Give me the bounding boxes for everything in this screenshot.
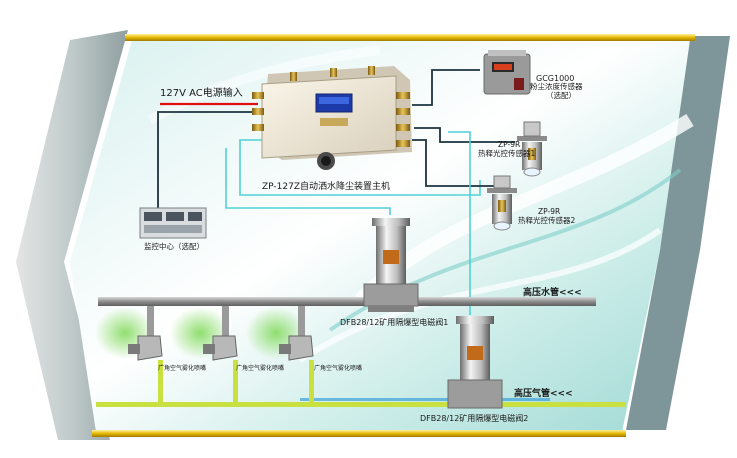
signal-line-valve2 xyxy=(448,131,471,315)
gold-bar-bottom xyxy=(92,430,626,437)
control-line-ir1 xyxy=(414,127,515,143)
ir-sensor-2-device xyxy=(487,175,517,231)
air-pipe-blue xyxy=(300,398,550,401)
decor-swoosh-3 xyxy=(298,227,662,363)
ir-sensor-2-model-label: ZP-9R xyxy=(538,207,561,216)
ir-sensor-1-model-label: ZP-9R xyxy=(498,140,521,149)
gold-bar-top xyxy=(125,34,695,41)
main-unit-device xyxy=(252,66,412,170)
signal-line-left xyxy=(239,139,481,196)
signal-line-valve1 xyxy=(225,148,391,215)
ir-sensor-2-name-label: 热释光控传感器2 xyxy=(518,216,576,225)
valve-1-label: DFB28/12矿用隔爆型电磁阀1 xyxy=(340,318,449,327)
nozzle-group-1 xyxy=(95,306,163,402)
nozzle-2-label: 广角空气雾化喷嘴 xyxy=(236,365,285,372)
nozzle-group-3 xyxy=(246,306,314,402)
air-pipe xyxy=(96,402,626,407)
ir-sensor-1-name-label: 热释光控传感器1 xyxy=(478,149,536,158)
solenoid-valve-1-device xyxy=(363,218,419,312)
nozzle-group-2 xyxy=(170,306,238,402)
nozzle-1-label: 广角空气雾化喷嘴 xyxy=(158,365,207,372)
control-line-dust xyxy=(412,69,480,106)
decor-swoosh-4 xyxy=(147,45,381,125)
water-pipe xyxy=(98,297,596,306)
frame-right-wedge xyxy=(626,36,730,430)
air-pipe-label: 高压气管<<< xyxy=(514,389,573,399)
monitor-center-label: 监控中心（选配） xyxy=(144,242,204,251)
nozzle-3-label: 广角空气雾化喷嘴 xyxy=(314,365,363,372)
dust-sensor-device xyxy=(483,50,531,95)
monitor-center-device xyxy=(139,207,207,239)
ir-sensor-1-device xyxy=(517,121,547,177)
control-line-ir2 xyxy=(412,139,494,187)
valve-2-label: DFB28/12矿用隔爆型电磁阀2 xyxy=(420,414,529,423)
dust-sensor-name-label: 粉尘浓度传感器 xyxy=(530,82,583,91)
frame-left-wedge xyxy=(16,30,128,440)
dust-sensor-note-label: （选配） xyxy=(546,91,576,100)
solenoid-valve-2-device xyxy=(447,316,503,409)
main-unit-label: ZP-127Z自动洒水降尘装置主机 xyxy=(262,182,390,192)
dust-sensor-model-label: GCG1000 xyxy=(536,74,575,83)
power-input-label: 127V AC电源输入 xyxy=(160,88,243,99)
water-pipe-label: 高压水管<<< xyxy=(523,288,582,298)
